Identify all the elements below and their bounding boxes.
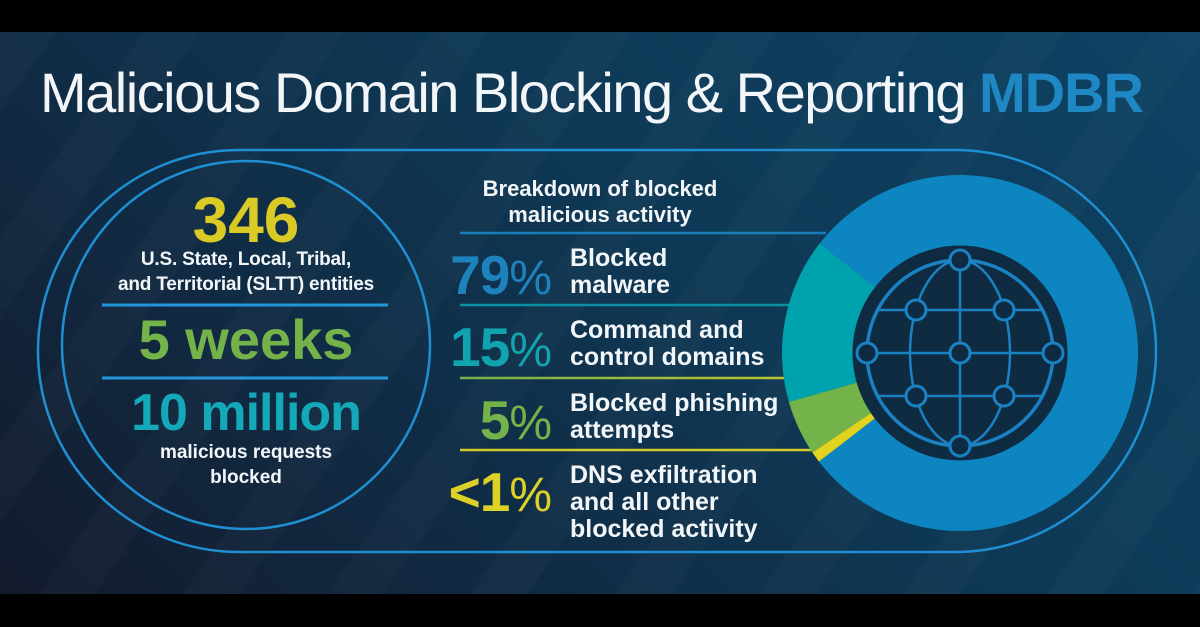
label-dns-line3: blocked activity	[570, 515, 758, 543]
stat-requests-label-line2: blocked	[210, 467, 282, 488]
pct-command-control-value: 15	[450, 316, 510, 378]
stat-entities-value: 346	[192, 184, 300, 256]
globe-node	[948, 341, 972, 365]
donut-segment-command-control	[782, 243, 876, 403]
globe-node	[855, 341, 879, 365]
stat-weeks-value: 5 weeks	[138, 308, 354, 371]
label-malware-line2: malware	[570, 271, 671, 299]
pct-phishing: 5%	[440, 388, 552, 452]
stat-requests-label: malicious requests blocked	[76, 440, 416, 490]
breakdown-row-dns: <1% DNS exfiltration and all other block…	[440, 460, 800, 543]
label-command-control-line1: Command and	[570, 316, 744, 344]
breakdown-row-malware: 79% Blocked malware	[440, 243, 800, 313]
label-phishing-line2: attempts	[570, 416, 675, 444]
pct-phishing-value: 5	[479, 389, 511, 451]
breakdown-row-phishing: 5% Blocked phishing attempts	[440, 388, 800, 458]
percent-sign: %	[509, 324, 552, 377]
globe-node	[992, 298, 1016, 322]
percent-sign: %	[509, 252, 552, 305]
label-dns-line1: DNS exfiltration	[570, 461, 758, 489]
breakdown-heading-line1: Breakdown of blocked	[482, 176, 718, 201]
stat-entities-label: U.S. State, Local, Tribal, and Territori…	[76, 247, 416, 297]
globe-node	[948, 248, 972, 272]
label-phishing-line1: Blocked phishing	[570, 389, 779, 417]
stat-entities-label-line2: and Territorial (SLTT) entities	[118, 274, 374, 295]
stats-circle-outline	[60, 159, 432, 531]
breakdown-heading: Breakdown of blocked malicious activity	[450, 176, 750, 228]
donut-segment-dns-exfiltration	[812, 412, 876, 462]
donut-chart	[782, 174, 1138, 531]
pct-malware: 79%	[440, 243, 552, 307]
stat-requests-label-line1: malicious requests	[159, 442, 333, 463]
stat-requests-value: 10 million	[131, 384, 362, 442]
pct-malware-value: 79	[450, 244, 510, 306]
page-title: Malicious Domain Blocking & Reporting MD…	[40, 60, 1180, 125]
label-malware-line1: Blocked	[570, 244, 668, 272]
label-malware: Blocked malware	[570, 245, 670, 299]
label-phishing: Blocked phishing attempts	[570, 390, 778, 444]
donut-segment-phishing	[788, 382, 872, 453]
stat-entities-label-line1: U.S. State, Local, Tribal,	[140, 249, 352, 270]
percent-sign: %	[509, 469, 552, 522]
pct-dns: <1%	[440, 460, 552, 524]
label-dns-line2: and all other	[570, 488, 719, 516]
capsule-outline	[36, 148, 1158, 554]
percent-sign: %	[509, 397, 552, 450]
label-command-control-line2: control domains	[570, 343, 765, 371]
label-command-control: Command and control domains	[570, 317, 764, 371]
globe-node	[948, 434, 972, 458]
globe-nodes	[855, 248, 1065, 458]
pct-command-control: 15%	[440, 315, 552, 379]
title-acronym: MDBR	[979, 61, 1144, 124]
breakdown-heading-line2: malicious activity	[508, 202, 692, 227]
globe-node	[1041, 341, 1065, 365]
globe-node	[904, 298, 928, 322]
breakdown-row-command-control: 15% Command and control domains	[440, 315, 800, 385]
pct-dns-value: <1	[448, 461, 511, 523]
label-dns: DNS exfiltration and all other blocked a…	[570, 462, 758, 543]
globe-icon	[855, 248, 1065, 458]
globe-node	[992, 384, 1016, 408]
title-text: Malicious Domain Blocking & Reporting	[40, 61, 966, 124]
globe-node	[904, 384, 928, 408]
donut-segment-malware	[818, 174, 1138, 531]
